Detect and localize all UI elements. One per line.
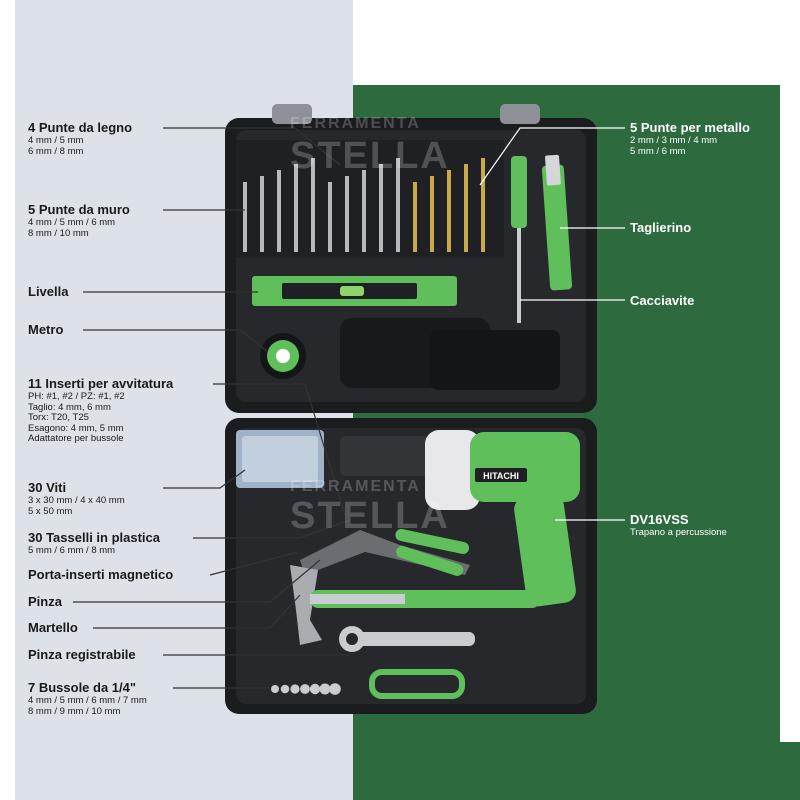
label-sub: Torx: T20, T25 (28, 412, 89, 423)
label-title: Martello (28, 620, 78, 635)
label-title: Cacciavite (630, 293, 695, 308)
label-tape: Metro (28, 323, 63, 336)
label-screw-bits: 11 Inserti per avvitatura PH: #1, #2 / P… (28, 377, 173, 444)
socket (271, 685, 279, 693)
label-sub: Trapano a percussione (630, 527, 727, 538)
label-title: 7 Bussole da 1/4" (28, 680, 137, 695)
drill-icon: HITACHI (340, 430, 580, 607)
label-title: 5 Punte per metallo (630, 120, 750, 135)
label-title: 4 Punte da legno (28, 120, 133, 135)
label-drill: DV16VSS Trapano a percussione (630, 513, 727, 538)
drill-bit (396, 158, 400, 252)
label-title: Porta-inserti magnetico (28, 567, 174, 582)
drill-bit (328, 182, 332, 252)
label-title: 11 Inserti per avvitatura (28, 376, 174, 391)
drill-bit (464, 164, 468, 252)
latch-left (272, 104, 312, 124)
pliers-icon (300, 528, 470, 576)
socket (290, 684, 300, 694)
screwdriver-icon (511, 156, 527, 323)
socket (319, 683, 331, 695)
hammer-icon (290, 565, 540, 645)
label-sub: Taglio: 4 mm, 6 mm (28, 401, 111, 413)
label-sub: 6 mm / 8 mm (28, 145, 84, 157)
watermark-bottom-line2: STELLA (290, 495, 450, 537)
watermark-bottom-line1: FERRAMENTA (290, 478, 421, 495)
watermark-top-line1: FERRAMENTA (290, 115, 421, 132)
sockets-group (271, 683, 341, 695)
leader-lines-right (479, 127, 625, 521)
spirit-level-icon (252, 276, 457, 306)
label-pliers: Pinza (28, 595, 62, 608)
label-sub: Esagono: 4 mm, 5 mm (28, 422, 124, 434)
label-sub: 5 x 50 mm (28, 505, 73, 517)
background-bottom-panel (353, 742, 800, 800)
label-screws: 30 Viti 3 x 30 mm / 4 x 40 mm 5 x 50 mm (28, 481, 125, 516)
socket (300, 684, 310, 694)
socket (309, 683, 321, 695)
label-title: DV16VSS (630, 512, 689, 527)
label-wood-bits: 4 Punte da legno 4 mm / 5 mm 6 mm / 8 mm (28, 121, 132, 156)
label-title: 30 Tasselli in plastica (28, 530, 160, 545)
drill-bit (311, 158, 315, 252)
label-plugs: 30 Tasselli in plastica 5 mm / 6 mm / 8 … (28, 531, 160, 556)
label-sub: 8 mm / 10 mm (28, 227, 89, 239)
label-sub: 4 mm / 5 mm (28, 135, 84, 146)
drill-bit (345, 176, 349, 252)
label-sub: 3 x 30 mm / 4 x 40 mm (28, 495, 125, 506)
case-handle (369, 669, 465, 699)
label-sockets: 7 Bussole da 1/4" 4 mm / 5 mm / 6 mm / 7… (28, 681, 147, 716)
label-cutter: Taglierino (630, 221, 691, 234)
label-sub: 5 mm / 6 mm (630, 145, 686, 157)
label-wrench: Pinza registrabile (28, 648, 136, 661)
drill-bit (362, 170, 366, 252)
watermark-top-line2: STELLA (290, 135, 450, 177)
label-screwdriver: Cacciavite (630, 294, 694, 307)
drill-bit (379, 164, 383, 252)
label-masonry-bits: 5 Punte da muro 4 mm / 5 mm / 6 mm 8 mm … (28, 203, 130, 238)
label-sub: 4 mm / 5 mm / 6 mm (28, 217, 116, 228)
drill-bits-group (243, 158, 485, 252)
label-title: Pinza registrabile (28, 647, 136, 662)
label-sub: PH: #1, #2 / PZ: #1, #2 (28, 391, 125, 402)
label-level: Livella (28, 285, 68, 298)
drill-bit (430, 176, 434, 252)
drill-bit (277, 170, 281, 252)
label-title: 5 Punte da muro (28, 202, 130, 217)
drill-bit (243, 182, 247, 252)
drill-bit (413, 182, 417, 252)
cutter-icon (541, 154, 573, 291)
drill-bit (260, 176, 264, 252)
drill-bit (294, 164, 298, 252)
adjustable-wrench-icon (339, 626, 475, 652)
socket (329, 683, 341, 695)
label-sub: 8 mm / 9 mm / 10 mm (28, 705, 121, 717)
leader-lines (73, 127, 351, 689)
label-sub: 2 mm / 3 mm / 4 mm (630, 135, 718, 146)
drill-bit (481, 158, 485, 252)
socket (280, 684, 290, 694)
label-title: 30 Viti (28, 480, 67, 495)
drill-bit (447, 170, 451, 252)
label-bit-holder: Porta-inserti magnetico (28, 568, 173, 581)
label-title: Metro (28, 322, 64, 337)
label-sub: Adattatore per bussole (28, 433, 124, 444)
label-hammer: Martello (28, 621, 78, 634)
latch-right (500, 104, 540, 124)
label-metal-bits: 5 Punte per metallo 2 mm / 3 mm / 4 mm 5… (630, 121, 750, 156)
label-title: Pinza (28, 594, 62, 609)
label-title: Taglierino (630, 220, 692, 235)
drill-brand-text: HITACHI (483, 471, 519, 481)
label-sub: 5 mm / 6 mm / 8 mm (28, 545, 116, 556)
label-title: Livella (28, 284, 69, 299)
tape-measure-icon (260, 333, 306, 379)
label-sub: 4 mm / 5 mm / 6 mm / 7 mm (28, 695, 147, 706)
